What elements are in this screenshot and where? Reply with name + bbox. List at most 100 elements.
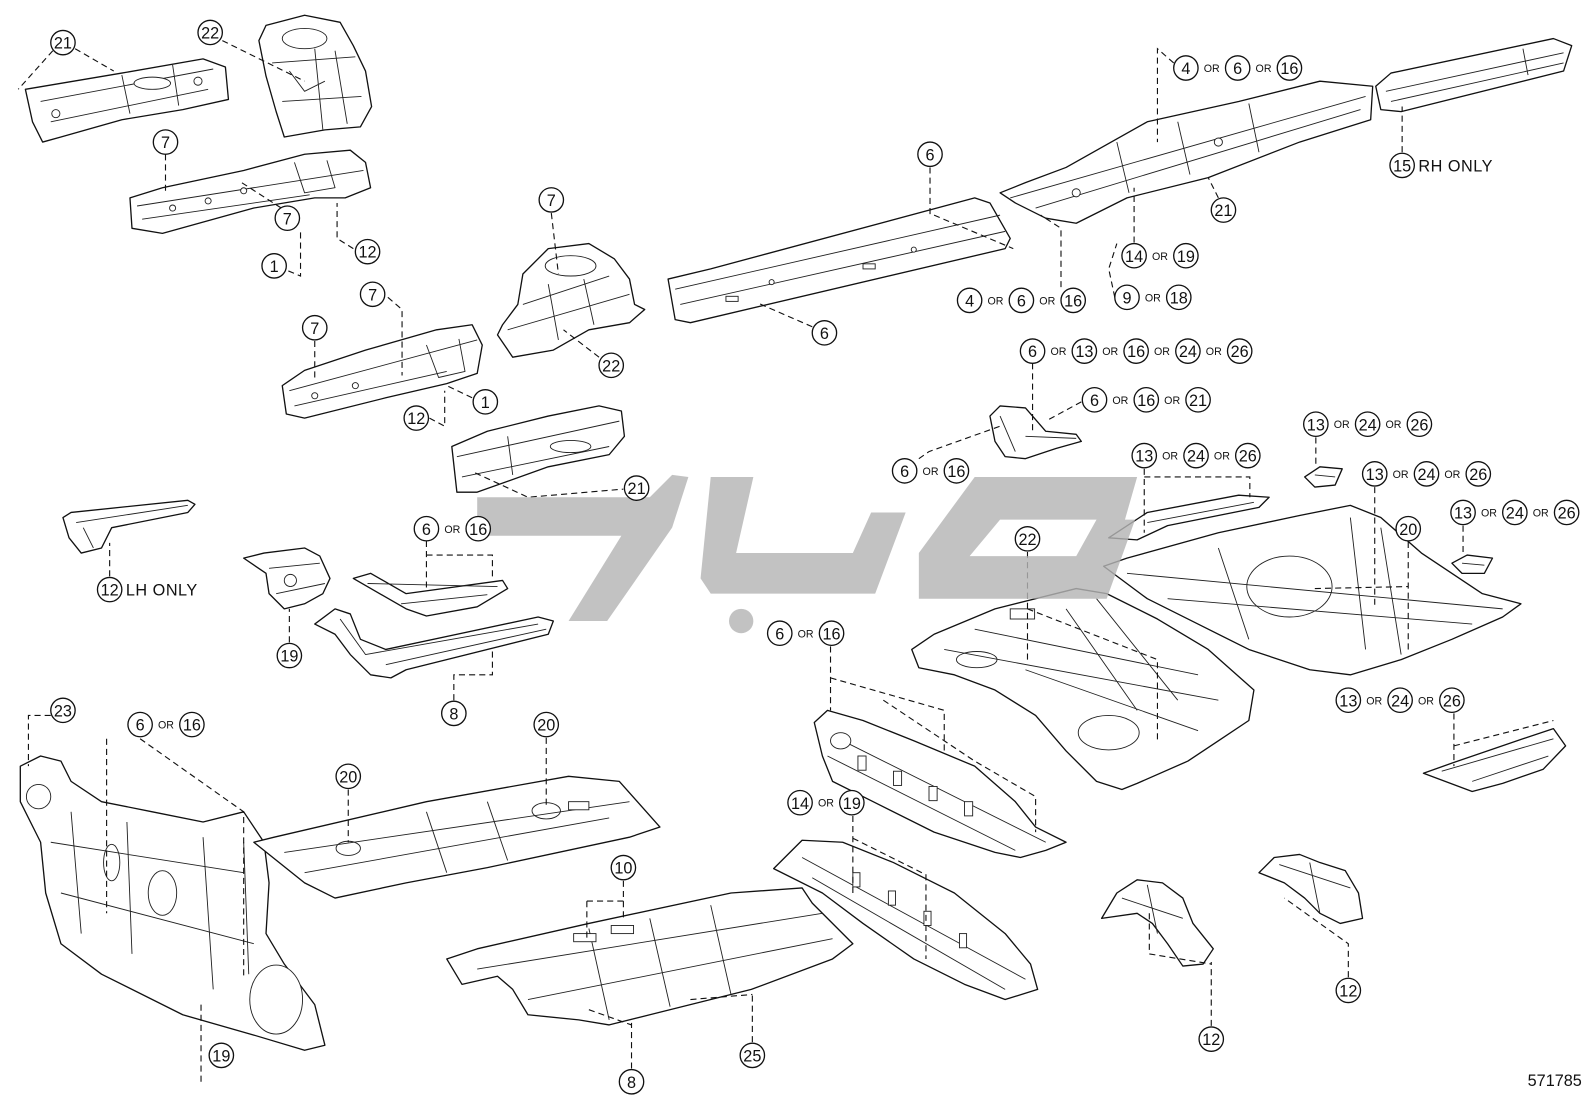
callout-number: 14 [791, 795, 809, 813]
callout-circle [1121, 242, 1147, 269]
callout-circle [538, 187, 565, 213]
or-label: OR [1039, 295, 1055, 307]
leader-line [1284, 897, 1349, 978]
callout-circle [1389, 152, 1415, 179]
leader-line [829, 646, 1037, 833]
callout-number: 24 [1391, 692, 1409, 710]
leader-line [336, 202, 354, 250]
or-label: OR [1162, 451, 1178, 463]
callout-group: 20 [335, 763, 362, 790]
leader-line [588, 1009, 633, 1069]
callout-circle [465, 515, 492, 542]
or-label: OR [1418, 695, 1434, 707]
callout-group: 6 [917, 141, 943, 168]
callout-circle [354, 238, 381, 265]
callout-circle [610, 854, 637, 881]
callout-circle [1175, 338, 1201, 364]
part-bracket-12-lower-right [1258, 853, 1364, 925]
callout-number: 24 [1417, 466, 1435, 484]
callout-group: 1 [472, 389, 499, 415]
callout-number: 6 [900, 463, 909, 481]
callout-circle [1081, 386, 1108, 413]
or-label: OR [1256, 63, 1272, 75]
callout-circle [335, 763, 362, 790]
callout-circle [197, 19, 224, 46]
callout-number: 19 [212, 1047, 230, 1065]
callout-group: 22 [197, 19, 224, 46]
callout-circle [1501, 499, 1528, 526]
part-rear-side-member [999, 80, 1374, 224]
callout-number: 6 [136, 717, 145, 735]
callout-number: 20 [537, 717, 555, 735]
callout-group: 8 [440, 700, 467, 727]
or-label: OR [1145, 292, 1161, 304]
leader-line [918, 425, 1001, 460]
callout-number: 13 [1366, 466, 1384, 484]
part-sill-inner [314, 608, 555, 679]
callout-number: 6 [1090, 392, 1099, 410]
part-front-apron-upper-left [258, 14, 373, 138]
callout-circle [1335, 687, 1362, 714]
callout-number: 8 [627, 1074, 636, 1092]
callout-number: 25 [743, 1047, 761, 1065]
callout-number: 16 [947, 463, 965, 481]
callout-circle [533, 711, 560, 738]
part-front-crossmember [813, 709, 1067, 859]
callout-number: 7 [547, 192, 556, 210]
callout-number: 18 [1170, 289, 1188, 307]
callout-circle [1123, 338, 1149, 364]
callout-circle [1387, 687, 1413, 714]
part-center-floor [446, 887, 854, 1026]
leader-line [288, 228, 302, 277]
callout-circle [1210, 197, 1237, 223]
callout-number: 16 [1280, 60, 1298, 78]
leader-line [27, 714, 51, 767]
leader-lines [17, 40, 1554, 1084]
leader-line [1040, 214, 1062, 288]
callout-circle [413, 515, 440, 542]
callout-circle [891, 458, 918, 484]
or-label: OR [988, 295, 1004, 307]
callout-number: 6 [422, 521, 431, 539]
callout-number: 22 [1018, 531, 1036, 549]
callout-number: 6 [1017, 292, 1026, 310]
callout-group: 7 [274, 205, 301, 232]
callout-number: 13 [1307, 416, 1325, 434]
callout-group: 10 [610, 854, 637, 881]
callout-circle [1133, 386, 1160, 413]
callout-number: 21 [1214, 202, 1232, 220]
leader-line [17, 48, 114, 90]
callout-number: 6 [1233, 60, 1242, 78]
callout-number: 20 [1399, 521, 1417, 539]
callout-number: 13 [1454, 505, 1472, 523]
leader-line [387, 296, 403, 376]
callout-circle [50, 697, 76, 724]
callout-number: 19 [280, 648, 298, 666]
callout-number: 13 [1075, 343, 1093, 361]
part-bracket-19 [243, 547, 331, 610]
callout-circle [1395, 515, 1422, 542]
part-front-rail-upper-left [24, 58, 230, 143]
callout-circle [403, 405, 430, 431]
callout-number: 24 [1179, 343, 1197, 361]
callout-circle [1198, 1026, 1225, 1052]
or-label: OR [923, 466, 939, 478]
callout-circle [1335, 977, 1362, 1004]
or-label: OR [1533, 508, 1549, 520]
callout-number: 13 [1135, 448, 1153, 466]
leader-line [1156, 47, 1175, 143]
callout-circle [1008, 287, 1035, 314]
callout-circle [208, 1042, 235, 1069]
leader-line [756, 214, 1014, 328]
callout-number: 12 [1339, 983, 1357, 1001]
callout-number: 12 [407, 410, 425, 428]
callout-number: 6 [926, 146, 935, 164]
callout-number: 22 [602, 357, 620, 375]
